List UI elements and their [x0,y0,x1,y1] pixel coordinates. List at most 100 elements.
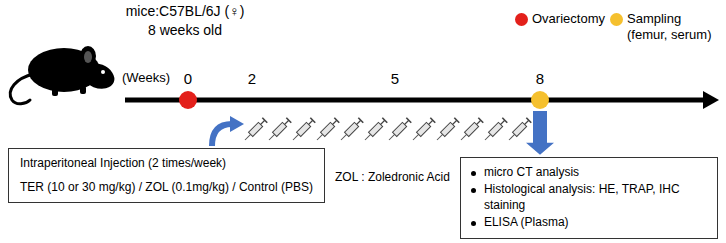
syringe-cap [286,118,291,123]
syringe-needle [437,134,443,140]
mouse-silhouette [10,46,118,104]
analysis-box: micro CT analysisHistological analysis: … [460,157,718,239]
timeline-event-dot [179,91,197,109]
axis-unit: (Weeks) [122,70,170,86]
syringe-needle [269,134,275,140]
syringe-icon [243,118,268,143]
syringe-icon [483,118,508,143]
syringe-icon [507,118,532,143]
legend-swatch [610,13,623,26]
week-tick: 5 [391,70,399,88]
syringe-needle [509,134,515,140]
syringe-cap [310,118,315,123]
bullet-row: ELISA (Plasma) [471,215,707,231]
syringe-plunger [261,120,265,124]
syringe-needle [317,134,323,140]
syringe-plunger [309,120,313,124]
syringe-plunger [357,120,361,124]
syringe-plunger [381,120,385,124]
timeline-event-dot [531,91,549,109]
syringe-plunger [429,120,433,124]
syringe-cap [358,118,363,123]
injection-arrowhead [230,116,244,132]
injection-arrow [212,124,232,146]
bullet-row: Histological analysis: HE, TRAP, IHC sta… [471,182,707,213]
syringe-needle [293,134,299,140]
analysis-item: Histological analysis: HE, TRAP, IHC sta… [484,182,707,213]
syringe-cap [478,118,483,123]
legend-text: Ovariectomy [532,11,605,27]
mouse-foot [80,86,86,94]
syringe-icon [411,118,436,143]
syringe-barrel [513,122,527,136]
week-tick: 2 [248,70,256,88]
legend-swatch [515,13,528,26]
syringe-icon [315,118,340,143]
syringe-cap [502,118,507,123]
syringe-barrel [417,122,431,136]
syringe-cap [430,118,435,123]
mouse-foot [52,88,58,96]
syringe-barrel [345,122,359,136]
syringe-cap [406,118,411,123]
timeline-arrowhead [703,91,719,109]
syringe-icon [291,118,316,143]
mouse-ear [80,46,96,66]
syringe-icon [435,118,460,143]
bullet-dot [471,221,476,226]
syringe-barrel [393,122,407,136]
abbreviation-note: ZOL : Zoledronic Acid [335,170,450,184]
subject-label: mice:C57BL/6J (♀) [126,3,245,20]
syringe-plunger [477,120,481,124]
analysis-item: ELISA (Plasma) [484,215,569,231]
box-heading: Intraperitoneal Injection (2 times/week) [20,156,313,172]
legend-item: Ovariectomy [515,11,605,27]
syringe-cap [454,118,459,123]
syringe-row [243,118,532,143]
syringe-barrel [273,122,287,136]
syringe-icon [267,118,292,143]
syringe-barrel [321,122,335,136]
bullet-dot [471,171,476,176]
syringe-plunger [333,120,337,124]
syringe-cap [526,118,531,123]
mouse-eye [101,70,105,74]
box-body: TER (10 or 30 mg/kg) / ZOL (0.1mg/kg) / … [20,180,313,196]
syringe-plunger [453,120,457,124]
syringe-icon [339,118,364,143]
syringe-plunger [501,120,505,124]
legend-text: Sampling (femur, serum) [627,11,719,44]
mouse-tail [10,74,34,104]
injection-box: Intraperitoneal Injection (2 times/week)… [8,148,325,203]
syringe-needle [413,134,419,140]
syringe-needle [389,134,395,140]
syringe-cap [382,118,387,123]
sampling-arrow [526,111,554,155]
week-tick: 0 [184,70,192,88]
week-tick: 8 [536,70,544,88]
timeline [125,98,705,103]
syringe-barrel [369,122,383,136]
syringe-icon [363,118,388,143]
syringe-plunger [525,120,529,124]
syringe-icon [459,118,484,143]
syringe-plunger [285,120,289,124]
bullet-row: micro CT analysis [471,165,707,181]
syringe-barrel [441,122,455,136]
legend-item: Sampling (femur, serum) [610,11,719,44]
syringe-cap [262,118,267,123]
syringe-needle [461,134,467,140]
mouse-ear-inner [84,51,92,63]
syringe-cap [334,118,339,123]
syringe-needle [341,134,347,140]
age-label: 8 weeks old [148,22,222,39]
syringe-needle [245,134,251,140]
syringe-needle [485,134,491,140]
syringe-barrel [465,122,479,136]
syringe-icon [387,118,412,143]
analysis-item: micro CT analysis [484,165,579,181]
syringe-needle [365,134,371,140]
syringe-plunger [405,120,409,124]
syringe-barrel [297,122,311,136]
